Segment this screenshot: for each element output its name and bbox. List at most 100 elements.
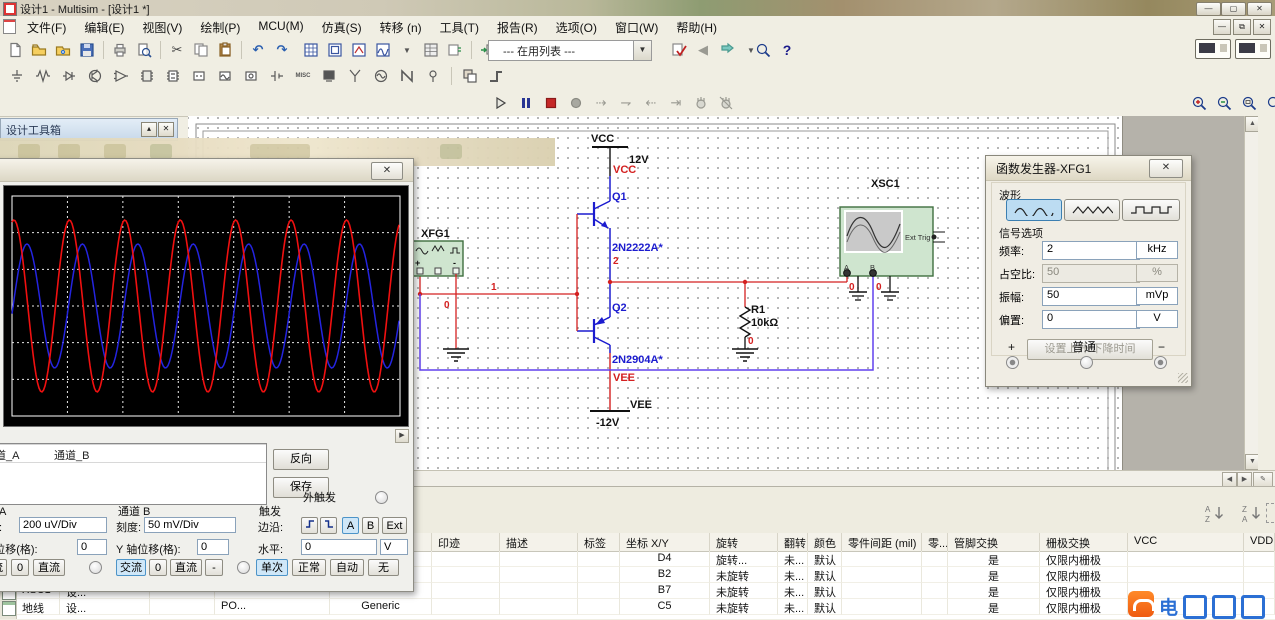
column-header-零...[interactable]: 零... (922, 533, 948, 551)
menu-3[interactable]: 视图(V) (133, 16, 191, 37)
misc-icon[interactable]: MISC (292, 65, 314, 87)
peripherals-icon[interactable] (318, 65, 340, 87)
channel-b-zero-button[interactable]: 0 (149, 559, 167, 576)
table-cell[interactable] (432, 599, 500, 615)
square-wave-button[interactable] (1122, 199, 1180, 221)
transistor-icon[interactable] (84, 65, 106, 87)
scope-ground-b[interactable] (881, 276, 899, 300)
zoom-out-icon[interactable] (1213, 92, 1235, 114)
triangle-wave-button[interactable] (1064, 199, 1120, 221)
show-page-border-icon[interactable] (324, 39, 346, 61)
amplitude-input[interactable]: 50 (1042, 287, 1140, 306)
minus-terminal-radio[interactable] (1154, 356, 1167, 369)
table-cell[interactable]: 是 (948, 583, 1040, 599)
table-cell[interactable]: 默认 (808, 567, 842, 583)
table-cell[interactable] (432, 567, 500, 583)
column-header-翻转[interactable]: 翻转 (778, 533, 808, 551)
menu-11[interactable]: 窗口(W) (606, 16, 667, 37)
reverse-button[interactable]: 反向 (273, 449, 329, 470)
table-cell[interactable]: 仅限内栅极 (1040, 551, 1128, 567)
channel-a-dc-button[interactable]: 直流 (33, 559, 65, 576)
diode-icon[interactable] (58, 65, 80, 87)
zoom-area-icon[interactable] (1238, 92, 1260, 114)
menu-8[interactable]: 工具(T) (431, 16, 488, 37)
bus-icon[interactable] (485, 65, 507, 87)
close-button[interactable]: ✕ (1247, 2, 1272, 16)
channel-a-ac-button[interactable]: 交流 (0, 559, 7, 576)
electromech-icon[interactable] (370, 65, 392, 87)
table-cell[interactable] (150, 599, 215, 615)
power-component-icon[interactable] (266, 65, 288, 87)
table-cell[interactable] (922, 567, 948, 583)
mdi-minimize-button[interactable]: — (1213, 19, 1231, 35)
table-cell[interactable]: 未... (778, 583, 808, 599)
channel-b-scale-input[interactable]: 50 mV/Div (144, 517, 236, 533)
channel-a-scale-input[interactable]: 200 uV/Div (19, 517, 107, 533)
trigger-rising-edge-icon[interactable] (301, 517, 318, 534)
menu-10[interactable]: 选项(O) (547, 16, 606, 37)
maximize-button[interactable]: ▢ (1221, 2, 1246, 16)
oscilloscope-instrument-icon[interactable] (1195, 39, 1231, 59)
find-icon[interactable] (752, 39, 774, 61)
table-cell[interactable] (922, 599, 948, 615)
channel-a-zero-button[interactable]: 0 (11, 559, 29, 576)
table-cell[interactable]: 仅限内栅极 (1040, 599, 1128, 615)
oscilloscope-close-icon[interactable]: ✕ (371, 162, 403, 180)
sort-descending-icon[interactable]: ZA (1240, 503, 1266, 525)
table-cell[interactable]: 仅限内栅极 (1040, 567, 1128, 583)
column-header-坐标 X/Y[interactable]: 坐标 X/Y (620, 533, 710, 551)
column-header-VCC[interactable]: VCC (1128, 533, 1244, 551)
table-cell[interactable] (1128, 567, 1244, 583)
connector-icon[interactable] (422, 65, 444, 87)
play-icon[interactable] (490, 92, 512, 114)
table-cell[interactable] (922, 583, 948, 599)
column-header-颜色[interactable]: 颜色 (808, 533, 842, 551)
step-out-icon[interactable]: ⇠ (640, 92, 662, 114)
column-header-描述[interactable]: 描述 (500, 533, 578, 551)
sine-wave-button[interactable] (1006, 199, 1062, 221)
minimize-button[interactable]: — (1196, 2, 1221, 16)
hand-off-icon[interactable] (715, 92, 737, 114)
table-cell[interactable]: 仅限内栅极 (1040, 583, 1128, 599)
zoom-fit-icon[interactable] (1263, 92, 1275, 114)
table-cell[interactable]: B7 (620, 583, 710, 599)
plus-terminal-radio[interactable] (1006, 356, 1019, 369)
channel-a-offset-input[interactable]: 0 (77, 539, 107, 555)
in-use-list-dropdown[interactable]: --- 在用列表 --- ▼ (488, 40, 652, 61)
column-header-VDD[interactable]: VDD (1244, 533, 1275, 551)
trigger-none-button[interactable]: 无 (368, 559, 399, 576)
table-cell[interactable]: 未旋转 (710, 599, 778, 615)
trigger-auto-button[interactable]: 自动 (330, 559, 364, 576)
menu-1[interactable]: 文件(F) (18, 16, 75, 37)
offset-input[interactable]: 0 (1042, 310, 1140, 329)
oscilloscope-window[interactable]: ✕ ▶ 通道_A 通道_B 反向 保存 外触发 通道A 刻度: 200 uV/D… (0, 158, 414, 592)
mdi-restore-button[interactable]: ⧉ (1233, 19, 1251, 35)
table-cell[interactable]: PO... (215, 599, 330, 615)
show-graphs-icon[interactable] (372, 39, 394, 61)
back-icon[interactable]: ◀ (692, 39, 714, 61)
refresh-icon[interactable] (444, 39, 466, 61)
table-cell[interactable] (578, 567, 620, 583)
table-cell[interactable]: 是 (948, 567, 1040, 583)
record-icon[interactable] (565, 92, 587, 114)
function-generator-dialog[interactable]: 函数发生器-XFG1 ✕ 波形 信号选项 频率: 2 kHz 占空比: 50 %… (985, 155, 1192, 387)
open-samples-icon[interactable] (52, 39, 74, 61)
dropdown-arrow-icon[interactable]: ▼ (633, 41, 651, 60)
function-generator-close-icon[interactable]: ✕ (1149, 159, 1183, 178)
open-icon[interactable] (28, 39, 50, 61)
new-icon[interactable] (4, 39, 26, 61)
frequency-input[interactable]: 2 (1042, 241, 1140, 260)
table-cell[interactable] (1244, 567, 1275, 583)
ttl-icon[interactable] (136, 65, 158, 87)
table-cell[interactable] (500, 567, 578, 583)
panel-close-icon[interactable]: ✕ (158, 122, 174, 137)
pause-icon[interactable] (515, 92, 537, 114)
menu-down-icon[interactable]: ▼ (396, 39, 418, 61)
print-icon[interactable] (109, 39, 131, 61)
vcc-power-symbol[interactable]: VCC 12V VCC (591, 133, 649, 176)
channel-b-offset-input[interactable]: 0 (197, 539, 229, 555)
ni-component-icon[interactable] (396, 65, 418, 87)
table-cell[interactable] (842, 551, 922, 567)
table-cell[interactable]: 未... (778, 599, 808, 615)
hand-icon[interactable] (690, 92, 712, 114)
